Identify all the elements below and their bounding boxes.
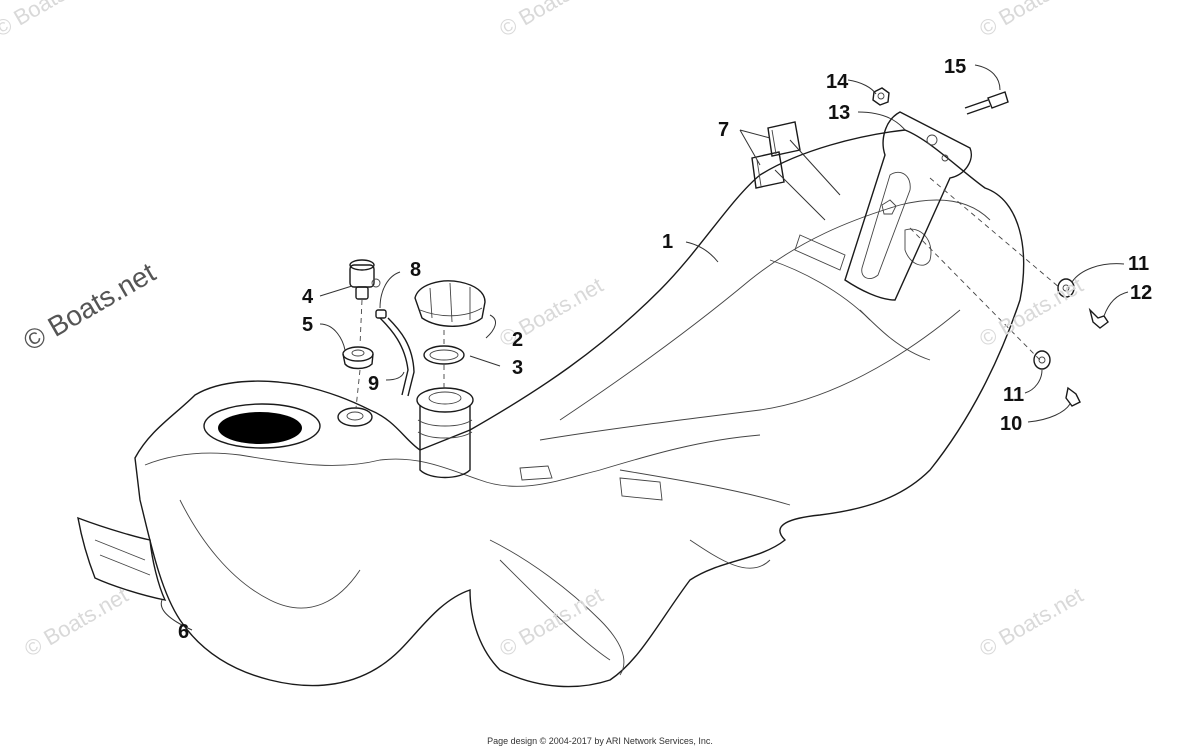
hose-fitting bbox=[375, 309, 387, 319]
bolt-12 bbox=[1088, 307, 1109, 329]
assembly-line bbox=[929, 177, 1061, 289]
leader-line bbox=[1071, 263, 1125, 283]
leader-line bbox=[160, 599, 193, 631]
callout-8: 8 bbox=[410, 259, 422, 281]
nut bbox=[872, 87, 890, 106]
callout-15: 15 bbox=[944, 56, 967, 78]
leader-line bbox=[857, 111, 906, 131]
cap-gasket bbox=[423, 345, 465, 365]
leader-line bbox=[319, 285, 353, 297]
callout-9: 9 bbox=[368, 373, 380, 395]
callout-11-upper: 11 bbox=[1128, 253, 1150, 275]
fuel-tank bbox=[134, 129, 1025, 688]
washer-11-upper bbox=[1057, 278, 1075, 298]
leader-line bbox=[469, 355, 501, 367]
callout-5: 5 bbox=[302, 314, 314, 336]
leader-line bbox=[379, 271, 401, 309]
bolt-10 bbox=[1065, 386, 1081, 407]
leader-line bbox=[319, 323, 346, 351]
leader-line bbox=[739, 129, 771, 139]
assembly-line bbox=[909, 227, 1041, 361]
leader-line bbox=[1027, 403, 1071, 423]
callout-7: 7 bbox=[718, 119, 730, 141]
leader-line bbox=[1024, 369, 1043, 394]
leader-line bbox=[789, 139, 841, 196]
callout-1: 1 bbox=[662, 231, 674, 253]
fuel-cap bbox=[414, 280, 486, 327]
callout-2: 2 bbox=[512, 329, 524, 351]
leader-line bbox=[1103, 291, 1129, 317]
assembly-line bbox=[359, 299, 363, 346]
callout-6: 6 bbox=[178, 621, 190, 643]
washer-11-lower bbox=[1033, 350, 1051, 370]
vent-valve bbox=[349, 259, 381, 300]
callout-11-lower: 11 bbox=[1003, 384, 1025, 406]
callout-13: 13 bbox=[828, 102, 851, 124]
warning-label bbox=[77, 516, 167, 601]
leader-line bbox=[774, 169, 826, 221]
callout-4: 4 bbox=[302, 286, 314, 308]
callout-3: 3 bbox=[512, 357, 524, 379]
leader-line bbox=[485, 314, 496, 339]
callout-12: 12 bbox=[1130, 282, 1153, 304]
leader-line bbox=[847, 79, 877, 95]
bolt-15 bbox=[964, 91, 1009, 115]
leader-line bbox=[685, 241, 719, 263]
leader-line bbox=[385, 371, 405, 381]
vent-grommet bbox=[342, 346, 374, 370]
leader-line bbox=[739, 129, 761, 166]
vent-hose bbox=[379, 317, 415, 397]
assembly-line bbox=[355, 369, 361, 409]
leader-line bbox=[974, 64, 1001, 91]
footer-copyright: Page design © 2004-2017 by ARI Network S… bbox=[487, 736, 713, 746]
callout-14: 14 bbox=[826, 71, 849, 93]
foam-pads bbox=[751, 121, 801, 189]
callout-10: 10 bbox=[1000, 413, 1023, 435]
mounting-bracket bbox=[844, 111, 972, 301]
